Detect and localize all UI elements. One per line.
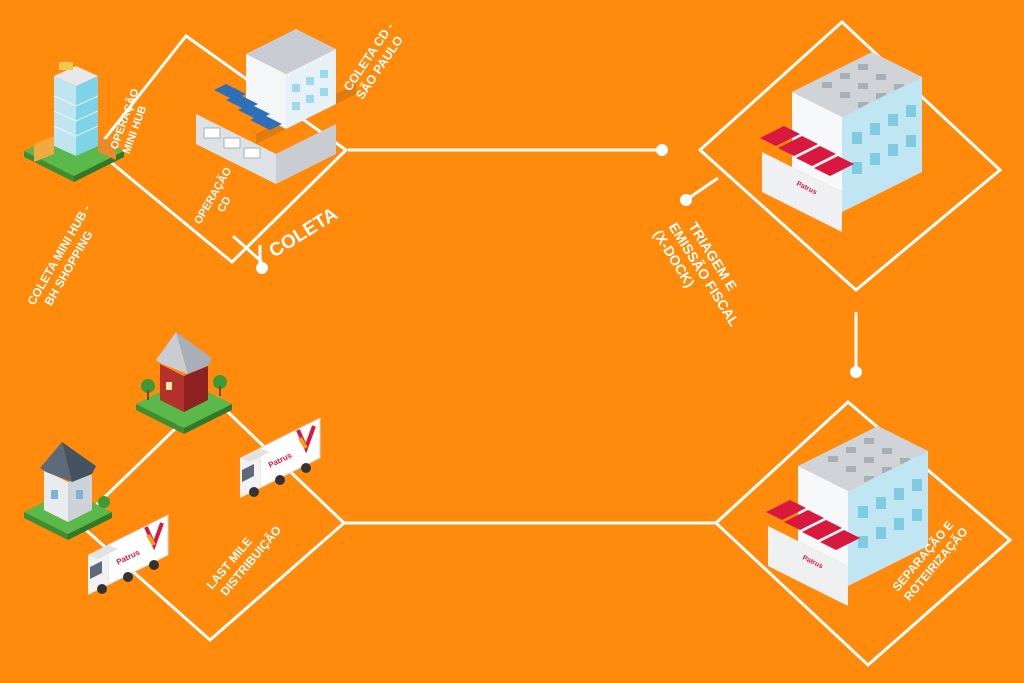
- label-coleta-mini-hub: COLETA MINI HUB - BH SHOPPING: [24, 202, 95, 308]
- shopping-mall-building-icon: [24, 62, 124, 182]
- label-triagem: TRIAGEM E EMISSÃO FISCAL (X-DOCK): [650, 219, 743, 329]
- label-coleta: COLETA: [266, 204, 342, 263]
- label-operacao-cd: OPERAÇÃO CD: [191, 165, 234, 227]
- xdock-frame: [697, 19, 1003, 292]
- connector-dot: [256, 262, 268, 274]
- label-last-mile: LAST MILE DISTRIBUIÇÃO: [204, 522, 284, 598]
- delivery-truck-icon: Patrus: [240, 417, 321, 498]
- connector-xdock-pin: [685, 176, 719, 202]
- flow-connectors: [231, 148, 858, 525]
- routing-frame: [713, 399, 1013, 668]
- lastmile-frame: [75, 392, 347, 642]
- connector-dot: [850, 366, 862, 378]
- warehouse-icon: Patrus: [760, 52, 922, 232]
- label-coleta-cd: COLETA CD - SÃO PAULO: [341, 20, 406, 102]
- distribution-center-icon: [196, 29, 356, 184]
- connector-dot: [656, 144, 668, 156]
- connector-dots: [256, 144, 862, 378]
- house-icon: [24, 442, 112, 540]
- label-operacao-mini-hub: OPERAÇÃO MINI HUB: [108, 86, 150, 155]
- connector-coleta-pin: [231, 234, 264, 264]
- house-icon: [136, 332, 232, 434]
- warehouse-icon: Patrus: [766, 426, 928, 606]
- label-operacao-cd-line1: OPERAÇÃO: [191, 165, 234, 227]
- delivery-truck-icon: Patrus: [88, 514, 169, 595]
- connector-dot: [680, 194, 692, 206]
